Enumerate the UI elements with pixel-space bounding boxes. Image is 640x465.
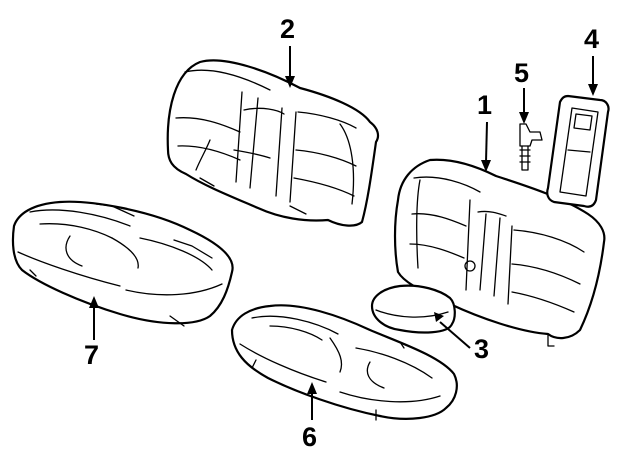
callout-3: 3: [474, 334, 489, 364]
leader-arrows: [89, 46, 598, 420]
seat-back-icon: [393, 158, 606, 347]
callout-5: 5: [514, 58, 529, 88]
seat-cushion-icon: [11, 200, 234, 327]
callout-4: 4: [584, 24, 599, 54]
seat-back-icon: [166, 59, 380, 227]
callout-1: 1: [477, 90, 492, 120]
armrest-icon: [370, 284, 456, 334]
seat-cushion-icon: [230, 304, 458, 421]
panel-icon: [546, 94, 610, 208]
bolt-icon: [519, 123, 543, 171]
callout-7: 7: [84, 340, 99, 370]
callout-6: 6: [302, 422, 317, 452]
callout-2: 2: [280, 14, 295, 44]
